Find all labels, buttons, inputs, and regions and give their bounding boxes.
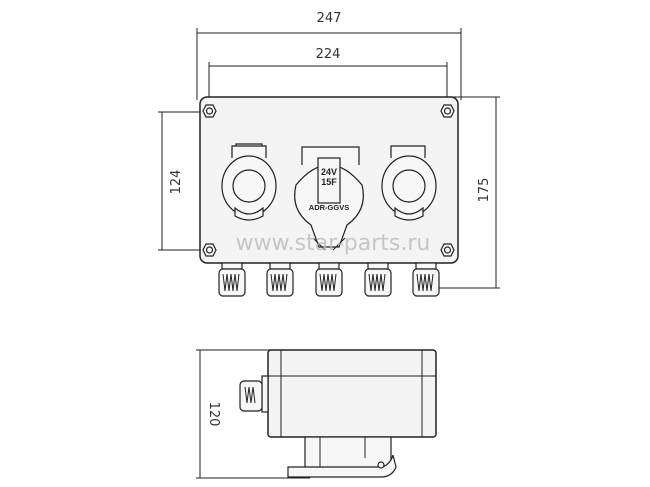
dimension-mount-width: 224 [208, 47, 448, 104]
mounting-screws [202, 104, 455, 257]
cable-gland [315, 262, 343, 297]
socket-left [221, 143, 277, 221]
dimension-label-124: 124 [169, 170, 184, 195]
socket-voltage-label: 24V [321, 167, 337, 177]
cable-gland [266, 262, 294, 297]
cable-gland [364, 262, 392, 297]
socket-center-adr: 24V 15F ADR-GGVS [294, 146, 364, 251]
dimension-mount-height: 124 [158, 111, 209, 251]
cable-gland [412, 262, 440, 297]
socket-standard-label: ADR-GGVS [309, 203, 349, 212]
dimension-label-175: 175 [477, 178, 492, 203]
dimension-label-224: 224 [316, 47, 341, 62]
side-view: 120 [196, 349, 437, 479]
cable-gland [218, 262, 246, 297]
watermark: www.star-parts.ru [236, 231, 431, 256]
front-view: 24V 15F ADR-GGVS www.star-parts.ru [199, 96, 459, 297]
socket-right [381, 145, 437, 221]
dimension-label-247: 247 [317, 11, 342, 26]
enclosure-side [267, 349, 437, 438]
dimension-overall-height: 175 [438, 96, 500, 289]
cable-glands [218, 262, 440, 297]
dimension-overall-width: 247 [196, 11, 462, 100]
side-cable-gland [239, 380, 263, 412]
dimension-label-120: 120 [206, 402, 221, 427]
socket-fuse-label: 15F [321, 177, 337, 187]
side-socket [304, 436, 392, 471]
